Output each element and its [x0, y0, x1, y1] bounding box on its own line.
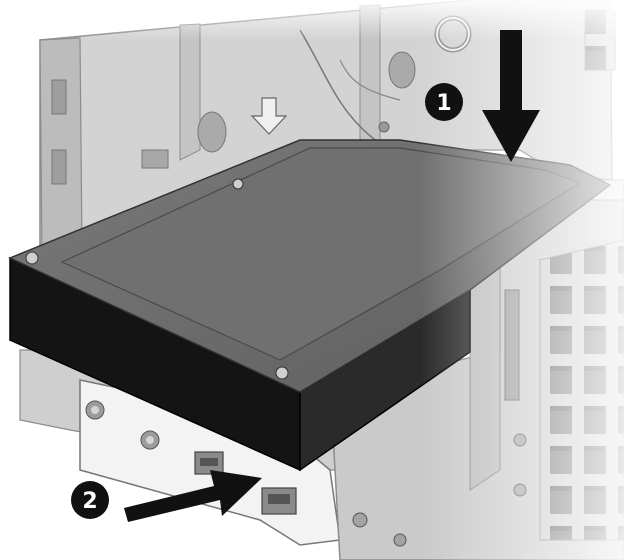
callout-2-number: 2	[82, 489, 97, 514]
callout-1-number: 1	[436, 91, 451, 116]
fade-top	[0, 0, 624, 40]
arrow-right-icon	[124, 470, 262, 522]
callout-2: 2	[71, 481, 109, 519]
callout-1: 1	[425, 83, 463, 121]
arrow-down-icon	[482, 30, 540, 162]
